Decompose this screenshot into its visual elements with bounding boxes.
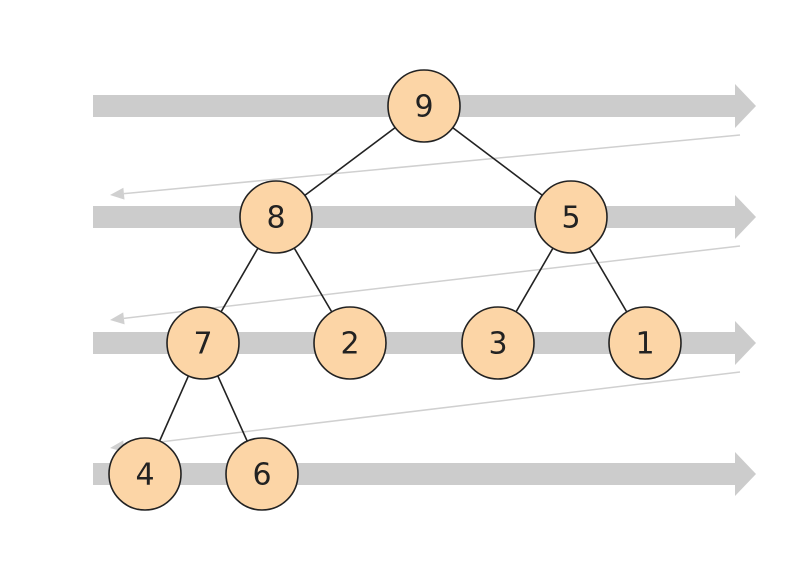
tree-edges <box>144 105 646 475</box>
return-arrow-1 <box>110 134 741 200</box>
level-arrow-head <box>735 195 756 239</box>
tree-node-4: 4 <box>108 437 182 511</box>
level-arrow-head <box>735 84 756 128</box>
node-label: 8 <box>266 201 285 236</box>
tree-node-8: 8 <box>239 180 313 254</box>
node-circle <box>387 69 461 143</box>
level-arrow-3 <box>93 321 756 365</box>
level-arrow-shaft <box>93 463 735 485</box>
node-circle <box>534 180 608 254</box>
node-circle <box>225 437 299 511</box>
node-label: 4 <box>135 458 154 493</box>
return-arrow-head <box>110 187 125 200</box>
level-arrow-head <box>735 321 756 365</box>
tree-node-6: 6 <box>225 437 299 511</box>
return-arrows <box>110 134 741 453</box>
tree-node-7: 7 <box>166 306 240 380</box>
node-circle <box>239 180 313 254</box>
return-arrow-head <box>110 312 125 325</box>
node-label: 9 <box>414 90 433 125</box>
return-arrow-line <box>123 134 741 195</box>
tree-node-9: 9 <box>387 69 461 143</box>
return-arrow-line <box>123 371 741 448</box>
level-arrow-head <box>735 452 756 496</box>
node-circle <box>108 437 182 511</box>
node-circle <box>461 306 535 380</box>
node-label: 5 <box>561 201 580 236</box>
level-arrow-shaft <box>93 332 735 354</box>
node-label: 1 <box>635 327 654 362</box>
node-circle <box>608 306 682 380</box>
tree-node-5: 5 <box>534 180 608 254</box>
tree-node-1: 1 <box>608 306 682 380</box>
node-label: 6 <box>252 458 271 493</box>
tree-nodes: 9 8 5 7 2 3 1 4 6 <box>108 69 682 511</box>
tree-node-2: 2 <box>313 306 387 380</box>
tree-node-3: 3 <box>461 306 535 380</box>
node-label: 3 <box>488 327 507 362</box>
level-arrow-2 <box>93 195 756 239</box>
return-arrow-2 <box>110 245 741 325</box>
level-arrow-4 <box>93 452 756 496</box>
return-arrow-line <box>123 245 741 320</box>
node-circle <box>313 306 387 380</box>
node-label: 7 <box>193 327 212 362</box>
node-circle <box>166 306 240 380</box>
return-arrow-3 <box>110 371 741 453</box>
node-label: 2 <box>340 327 359 362</box>
level-arrow-shaft <box>93 206 735 228</box>
level-arrows <box>93 84 756 496</box>
